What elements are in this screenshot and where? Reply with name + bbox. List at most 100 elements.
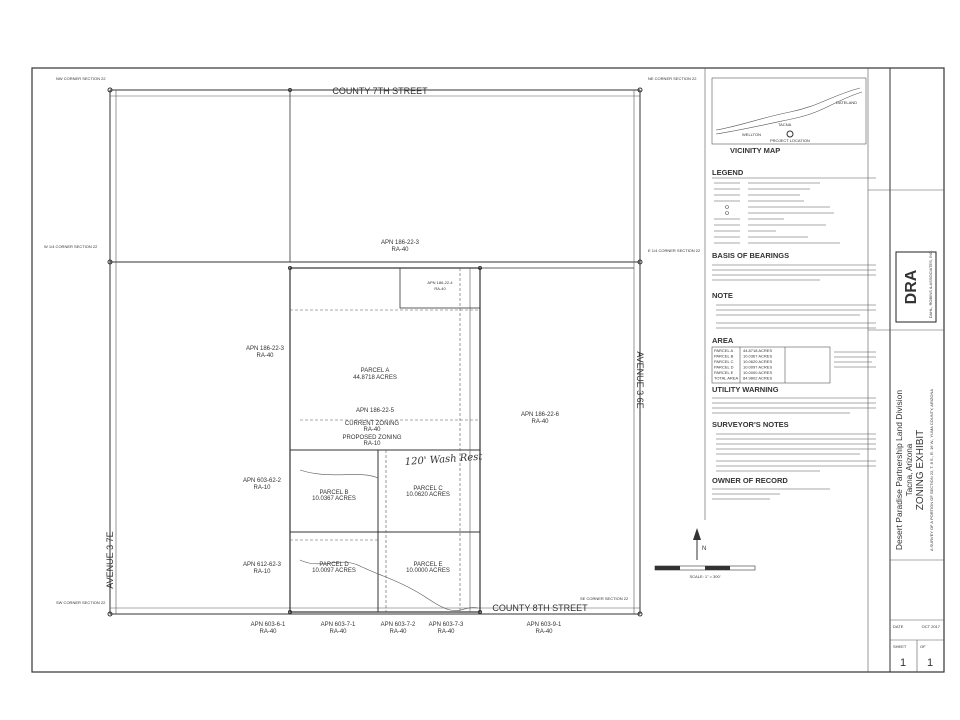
apn-bottom-3-zone: RA-40: [389, 629, 407, 635]
road-bottom-label: COUNTY 8TH STREET: [492, 603, 588, 613]
sheet-total: 1: [927, 657, 933, 669]
zoning-apn: APN 186-22-5: [356, 408, 395, 414]
corner-ne: NE CORNER SECTION 22: [648, 76, 697, 81]
legend-section: LEGEND: [712, 168, 876, 244]
apn-bottom-5-zone: RA-40: [535, 629, 553, 635]
utility-warning-section: UTILITY WARNING: [712, 385, 876, 414]
date-label: DATE: [893, 624, 904, 629]
apn-top-center: APN 186-22-3: [381, 240, 420, 246]
parcel-a-name: PARCEL A: [361, 368, 390, 374]
section-lines: [109, 89, 641, 615]
legend-title: LEGEND: [712, 168, 744, 177]
firm-logo: [895, 251, 937, 323]
vicinity-town-2: TACNA: [778, 122, 792, 127]
handwritten-note: 120' Wash Rest: [404, 452, 483, 468]
apn-left-upper-zone: RA-40: [256, 353, 274, 359]
north-label: N: [702, 546, 706, 552]
proposed-zoning-label: PROPOSED ZONING: [342, 435, 401, 441]
title-project: Desert Paradise Partnership Land Divisio…: [894, 390, 904, 550]
title-location: Tacna, Arizona: [905, 443, 914, 496]
parcel-b-acres: 10.0367 ACRES: [312, 496, 356, 502]
area-row-value: 10.0097 ACRES: [743, 365, 772, 370]
vicinity-title: VICINITY MAP: [730, 146, 780, 155]
area-row-label: TOTAL AREA: [714, 376, 738, 381]
sheet-number: 1: [900, 657, 906, 669]
title-exhibit: ZONING EXHIBIT: [915, 430, 926, 511]
title-block: Desert Paradise Partnership Land Divisio…: [867, 68, 944, 672]
apn-right-big: APN 186-22-6: [521, 412, 560, 418]
basis-title: BASIS OF BEARINGS: [712, 251, 789, 260]
parcel-d-label: PARCEL D 10.0097 ACRES: [312, 562, 356, 574]
current-zoning-value: RA-40: [363, 427, 381, 433]
apn-bottom-2: APN 603-7-1: [321, 622, 356, 628]
parcel-a-label: PARCEL A 44.8718 ACRES: [353, 368, 397, 381]
area-row-value: 44.8718 ACRES: [743, 348, 772, 353]
apn-left-low-zone: RA-10: [253, 569, 271, 575]
owner-title: OWNER OF RECORD: [712, 476, 788, 485]
title-description: A SURVEY OF A PORTION OF SECTION 22, T. …: [929, 389, 934, 551]
corner-sw: SW CORNER SECTION 22: [56, 600, 106, 605]
apn-bottom-1: APN 603-6-1: [251, 622, 286, 628]
owner-of-record-section: OWNER OF RECORD: [712, 476, 830, 500]
north-arrow: N: [693, 528, 706, 560]
basis-of-bearings-section: BASIS OF BEARINGS: [712, 251, 876, 281]
apn-left-low: APN 612-62-3: [243, 562, 282, 568]
apn-bottom-4-zone: RA-40: [437, 629, 455, 635]
parcel-e-label: PARCEL E 10.0000 ACRES: [406, 562, 450, 574]
area-row-label: PARCEL E: [714, 370, 734, 375]
apn-top-center-zone: RA-40: [391, 247, 409, 253]
current-zoning-label: CURRENT ZONING: [345, 421, 400, 427]
parcel-d-name: PARCEL D: [319, 562, 349, 568]
parcel-boundaries: [289, 267, 634, 613]
parcel-b-name: PARCEL B: [319, 490, 348, 496]
of-label: OF: [920, 644, 926, 649]
corner-se: SE CORNER SECTION 22: [580, 596, 629, 601]
area-row-label: PARCEL A: [714, 348, 733, 353]
corner-e14: E 1/4 CORNER SECTION 22: [648, 248, 701, 253]
road-left-label: AVENUE 3 7E: [105, 531, 115, 588]
apn-inner-small: APN 186-22-4: [427, 280, 453, 285]
utility-title: UTILITY WARNING: [712, 385, 779, 394]
apn-bottom-5: APN 603-9-1: [527, 622, 562, 628]
apn-bottom-4: APN 603-7-3: [429, 622, 464, 628]
surveyors-notes-title: SURVEYOR'S NOTES: [712, 420, 789, 429]
road-top-label: COUNTY 7TH STREET: [332, 86, 428, 96]
parcel-c-label: PARCEL C 10.0620 ACRES: [406, 486, 450, 498]
note-title: NOTE: [712, 291, 733, 300]
apn-left-mid: APN 603-62-2: [243, 478, 282, 484]
project-location-label: PROJECT LOCATION: [770, 138, 810, 143]
apn-left-mid-zone: RA-10: [253, 485, 271, 491]
sheet-border: [31, 67, 945, 673]
sheet-label: SHEET: [893, 644, 907, 649]
apn-bottom-3: APN 603-7-2: [381, 622, 416, 628]
area-row-label: PARCEL C: [714, 359, 734, 364]
apn-inner-small-zone: RA-40: [434, 286, 446, 291]
corner-nw: NW CORNER SECTION 22: [56, 76, 106, 81]
parcel-c-acres: 10.0620 ACRES: [406, 492, 450, 498]
surveyors-notes-section: SURVEYOR'S NOTES: [712, 420, 876, 472]
apn-left-upper: APN 186-22-3: [246, 346, 285, 352]
area-row-value: 10.0367 ACRES: [743, 354, 772, 359]
area-row-label: PARCEL D: [714, 365, 734, 370]
corner-w14: W 1/4 CORNER SECTION 22: [44, 244, 98, 249]
parcel-e-acres: 10.0000 ACRES: [406, 568, 450, 574]
firm-name: DAHL, ROBINS & ASSOCIATES, INC.: [928, 250, 933, 318]
vicinity-town-3: WELLTON: [742, 132, 761, 137]
date-value: OCT 2017: [922, 624, 941, 629]
vicinity-map: DATELAND TACNA WELLTON PROJECT LOCATION …: [711, 77, 867, 155]
area-row-value: 84.9802 ACRES: [743, 376, 772, 381]
parcel-b-label: PARCEL B 10.0367 ACRES: [312, 490, 356, 502]
parcel-e-name: PARCEL E: [413, 562, 442, 568]
proposed-zoning-value: RA-10: [363, 441, 381, 447]
project-location-marker: [786, 130, 794, 138]
road-right-label: AVENUE 3 6E: [635, 351, 645, 408]
parcel-a-acres: 44.8718 ACRES: [353, 375, 397, 381]
apn-bottom-2-zone: RA-40: [329, 629, 347, 635]
area-row-value: 10.0620 ACRES: [743, 359, 772, 364]
parcel-c-name: PARCEL C: [413, 486, 443, 492]
zoning-block: APN 186-22-5 CURRENT ZONING RA-40 PROPOS…: [342, 408, 401, 447]
area-title: AREA: [712, 336, 734, 345]
